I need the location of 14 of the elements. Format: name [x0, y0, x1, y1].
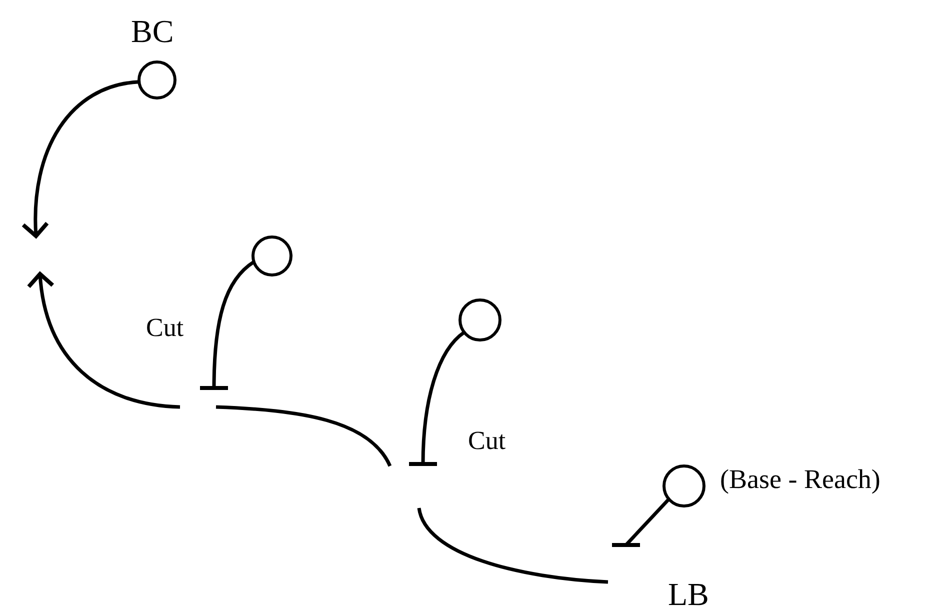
circle-node — [662, 464, 706, 508]
inhibition-line — [407, 330, 466, 466]
circle-node — [137, 60, 177, 100]
circle-node — [458, 298, 502, 342]
node-label: (Base - Reach) — [720, 466, 880, 493]
inhibition-line — [198, 260, 255, 390]
inhibition-line — [610, 498, 670, 547]
node-label: BC — [131, 15, 174, 47]
arrow — [22, 80, 140, 238]
edge-label: Cut — [146, 315, 184, 341]
arrow — [27, 272, 610, 584]
circle-node — [251, 235, 293, 277]
edge-label: Cut — [468, 428, 506, 454]
node-label: LB — [668, 578, 709, 609]
